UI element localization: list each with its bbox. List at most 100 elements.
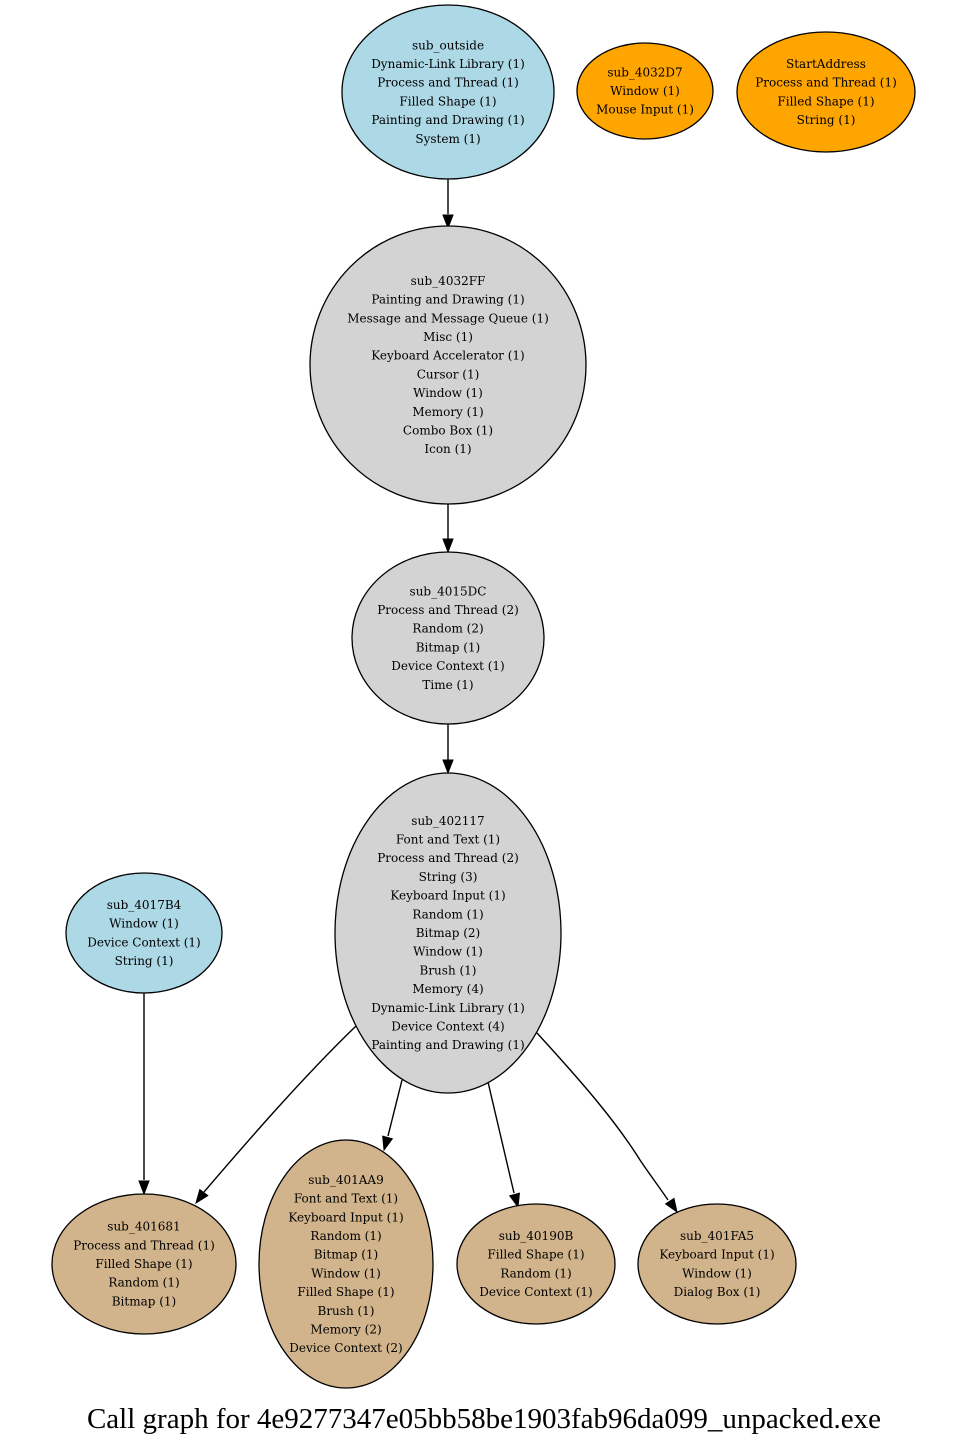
node-category-line: Device Context (4) [391, 1020, 504, 1034]
node-ellipse [637, 1203, 797, 1325]
edge-sub_402117-to-sub_401681 [195, 1025, 357, 1205]
node-category-line: Filled Shape (1) [777, 94, 874, 108]
node-category-line: Filled Shape (1) [297, 1285, 394, 1299]
node-title: sub_401FA5 [680, 1229, 754, 1243]
node-category-line: Process and Thread (1) [377, 76, 519, 90]
node-category-line: Bitmap (1) [112, 1294, 177, 1308]
node-ellipse [456, 1203, 616, 1325]
edge-sub_outside-to-sub_4032FF [442, 179, 454, 230]
node-category-line: Window (1) [682, 1266, 752, 1280]
node-category-line: Time (1) [422, 678, 473, 692]
node-title: sub_4015DC [410, 584, 487, 598]
node-category-line: Font and Text (1) [294, 1192, 398, 1206]
node-category-line: Dynamic-Link Library (1) [371, 57, 525, 71]
edge-sub_4017B4-to-sub_401681 [138, 993, 150, 1196]
edge-line [203, 1025, 357, 1193]
node-title: StartAddress [786, 57, 866, 71]
edge-sub_4032FF-to-sub_4015DC [442, 504, 454, 554]
edge-line [487, 1081, 515, 1194]
node-category-line: Painting and Drawing (1) [371, 113, 524, 127]
node-category-line: Random (1) [412, 907, 483, 921]
edge-sub_402117-to-sub_401AA9 [382, 1079, 403, 1152]
node-category-line: Font and Text (1) [396, 833, 500, 847]
node-category-line: Keyboard Accelerator (1) [371, 349, 524, 363]
node-title: sub_401681 [107, 1220, 180, 1234]
node-title: sub_4017B4 [107, 898, 182, 912]
node-category-line: Cursor (1) [417, 367, 480, 381]
node-category-line: Bitmap (2) [416, 926, 481, 940]
node-category-line: Random (1) [108, 1276, 179, 1290]
arrowhead [195, 1188, 209, 1205]
node-ellipse [576, 42, 714, 140]
node-category-line: Random (2) [412, 622, 483, 636]
node-category-line: Dialog Box (1) [674, 1285, 761, 1299]
arrowhead [442, 214, 454, 230]
node-category-line: Icon (1) [424, 442, 471, 456]
arrowhead [442, 759, 454, 775]
node-category-line: Device Context (1) [479, 1285, 592, 1299]
node-category-line: Message and Message Queue (1) [347, 311, 549, 325]
node-category-line: Process and Thread (1) [73, 1238, 215, 1252]
edge-sub_4015DC-to-sub_402117 [442, 724, 454, 775]
node-title: sub_4032D7 [607, 65, 682, 79]
node-category-line: String (1) [797, 113, 856, 127]
edge-sub_402117-to-sub_40190B [487, 1081, 520, 1209]
edge-line [387, 1079, 403, 1137]
edge-line [536, 1032, 669, 1201]
arrowhead [382, 1135, 394, 1152]
node-category-line: Random (1) [500, 1266, 571, 1280]
node-ellipse [65, 872, 223, 994]
node-ellipse [351, 551, 545, 725]
node-category-line: Keyboard Input (1) [288, 1210, 403, 1224]
node-category-line: Bitmap (1) [416, 640, 481, 654]
node-title: sub_outside [412, 38, 484, 52]
node-title: sub_401AA9 [308, 1173, 383, 1187]
node-category-line: Painting and Drawing (1) [371, 1038, 524, 1052]
node-category-line: Device Context (1) [391, 659, 504, 673]
node-category-line: Mouse Input (1) [596, 103, 694, 117]
node-title: sub_4032FF [411, 274, 486, 288]
node-category-line: Device Context (2) [289, 1341, 402, 1355]
node-ellipse [341, 4, 555, 180]
node-category-line: Keyboard Input (1) [659, 1248, 774, 1262]
node-title: sub_402117 [411, 814, 484, 828]
node-sub_4032FF: sub_4032FF Painting and Drawing (1) Messag… [309, 225, 587, 505]
arrowhead [138, 1180, 150, 1196]
node-category-line: String (1) [115, 954, 174, 968]
node-category-line: Window (1) [413, 386, 483, 400]
graph-caption: Call graph for 4e9277347e05bb58be1903fab… [87, 1403, 881, 1435]
node-category-line: Process and Thread (2) [377, 603, 519, 617]
node-category-line: Painting and Drawing (1) [371, 293, 524, 307]
node-ellipse [309, 225, 587, 505]
node-sub_4015DC: sub_4015DC Process and Thread (2) Random (… [351, 551, 545, 725]
node-category-line: Window (1) [109, 917, 179, 931]
node-category-line: Filled Shape (1) [487, 1248, 584, 1262]
node-ellipse [258, 1139, 434, 1389]
node-category-line: Dynamic-Link Library (1) [371, 1001, 525, 1015]
node-category-line: System (1) [415, 132, 480, 146]
node-ellipse [736, 31, 916, 153]
edges-layer [138, 179, 678, 1214]
node-category-line: Memory (1) [412, 405, 483, 419]
node-category-line: Combo Box (1) [403, 424, 493, 438]
node-category-line: Misc (1) [423, 330, 473, 344]
node-category-line: String (3) [419, 870, 478, 884]
node-ellipse [334, 772, 562, 1094]
arrowhead [508, 1192, 520, 1209]
node-category-line: Filled Shape (1) [399, 94, 496, 108]
arrowhead [442, 538, 454, 554]
edge-sub_402117-to-sub_401FA5 [536, 1032, 678, 1214]
node-category-line: Filled Shape (1) [95, 1257, 192, 1271]
node-category-line: Window (1) [413, 945, 483, 959]
node-category-line: Brush (1) [318, 1304, 375, 1318]
node-category-line: Keyboard Input (1) [390, 889, 505, 903]
